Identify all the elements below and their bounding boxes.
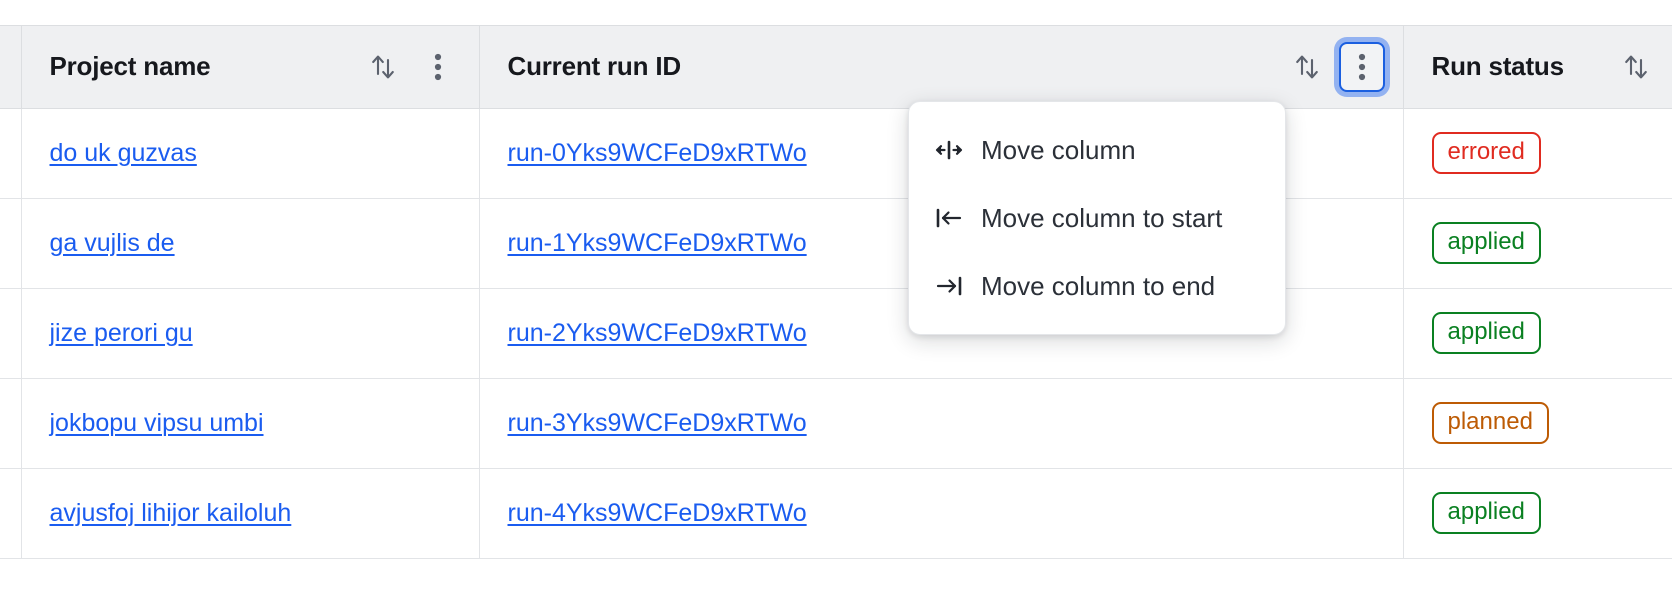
row-gutter-cell xyxy=(0,378,22,469)
table-row: avjusfoj lihijor kailoluh run-4Yks9WCFeD… xyxy=(0,468,1672,559)
header-row: Project name xyxy=(0,24,1672,109)
column-context-menu: Move column Move column to start Mov xyxy=(908,101,1286,335)
menu-item-label: Move column to start xyxy=(981,202,1223,233)
row-gutter-cell xyxy=(0,468,22,559)
project-name-link[interactable]: do uk guzvas xyxy=(49,138,197,167)
kebab-menu-icon xyxy=(434,53,441,80)
table-row: jize perori gu run-2Yks9WCFeD9xRTWo appl… xyxy=(0,288,1672,379)
table-body: do uk guzvas run-0Yks9WCFeD9xRTWo errore… xyxy=(0,108,1672,559)
move-column-icon xyxy=(935,136,963,164)
cell-project-name: ga vujlis de xyxy=(21,198,480,289)
cell-project-name: avjusfoj lihijor kailoluh xyxy=(21,468,480,559)
column-header-run-status[interactable]: Run status xyxy=(1403,24,1672,109)
sort-arrows-icon[interactable] xyxy=(361,45,405,89)
run-id-link[interactable]: run-0Yks9WCFeD9xRTWo xyxy=(507,138,807,167)
column-header-project-name[interactable]: Project name xyxy=(21,24,480,109)
kebab-menu-icon xyxy=(1358,53,1365,80)
table-header: Project name xyxy=(0,0,1672,109)
table-row: ga vujlis de run-1Yks9WCFeD9xRTWo applie… xyxy=(0,198,1672,289)
project-name-link[interactable]: jize perori gu xyxy=(49,318,193,347)
run-id-link[interactable]: run-1Yks9WCFeD9xRTWo xyxy=(507,228,807,257)
column-header-label-project-name: Project name xyxy=(49,51,211,81)
column-menu-button-current-run-id[interactable] xyxy=(1338,41,1385,92)
cell-run-status: applied xyxy=(1403,198,1672,289)
status-badge: applied xyxy=(1431,492,1541,534)
row-gutter-cell xyxy=(0,288,22,379)
project-name-link[interactable]: jokbopu vipsu umbi xyxy=(49,408,264,437)
menu-item-label: Move column xyxy=(981,134,1136,165)
cell-project-name: jokbopu vipsu umbi xyxy=(21,378,480,469)
cell-run-status: applied xyxy=(1403,468,1672,559)
cell-project-name: jize perori gu xyxy=(21,288,480,379)
project-name-link[interactable]: ga vujlis de xyxy=(49,228,175,257)
cell-run-status: errored xyxy=(1403,108,1672,199)
column-header-current-run-id[interactable]: Current run ID xyxy=(479,24,1404,109)
menu-item-move-column[interactable]: Move column xyxy=(909,116,1285,184)
row-gutter-cell xyxy=(0,198,22,289)
column-menu-button-project-name[interactable] xyxy=(415,42,461,92)
cell-current-run-id: run-4Yks9WCFeD9xRTWo xyxy=(479,468,1404,559)
run-id-link[interactable]: run-3Yks9WCFeD9xRTWo xyxy=(507,408,807,437)
cell-project-name: do uk guzvas xyxy=(21,108,480,199)
column-header-label-run-status: Run status xyxy=(1431,51,1565,81)
sort-arrows-icon[interactable] xyxy=(1285,45,1329,89)
status-badge: errored xyxy=(1431,132,1541,174)
projects-table: Project name xyxy=(0,0,1672,559)
column-header-label-current-run-id: Current run ID xyxy=(507,51,682,81)
menu-item-move-column-to-start[interactable]: Move column to start xyxy=(909,184,1285,252)
run-id-link[interactable]: run-4Yks9WCFeD9xRTWo xyxy=(507,498,807,527)
menu-item-label: Move column to end xyxy=(981,270,1216,301)
move-to-end-icon xyxy=(935,272,963,300)
status-badge: applied xyxy=(1431,222,1541,264)
table-top-gap xyxy=(0,0,1672,25)
cell-run-status: applied xyxy=(1403,288,1672,379)
status-badge: applied xyxy=(1431,312,1541,354)
sort-arrows-icon[interactable] xyxy=(1614,45,1658,89)
table-row: do uk guzvas run-0Yks9WCFeD9xRTWo errore… xyxy=(0,108,1672,199)
cell-current-run-id: run-3Yks9WCFeD9xRTWo xyxy=(479,378,1404,469)
cell-run-status: planned xyxy=(1403,378,1672,469)
menu-item-move-column-to-end[interactable]: Move column to end xyxy=(909,252,1285,320)
row-gutter-header xyxy=(0,24,22,109)
table-row: jokbopu vipsu umbi run-3Yks9WCFeD9xRTWo … xyxy=(0,378,1672,469)
move-to-start-icon xyxy=(935,204,963,232)
status-badge: planned xyxy=(1431,402,1549,444)
project-name-link[interactable]: avjusfoj lihijor kailoluh xyxy=(49,498,292,527)
run-id-link[interactable]: run-2Yks9WCFeD9xRTWo xyxy=(507,318,807,347)
row-gutter-cell xyxy=(0,108,22,199)
